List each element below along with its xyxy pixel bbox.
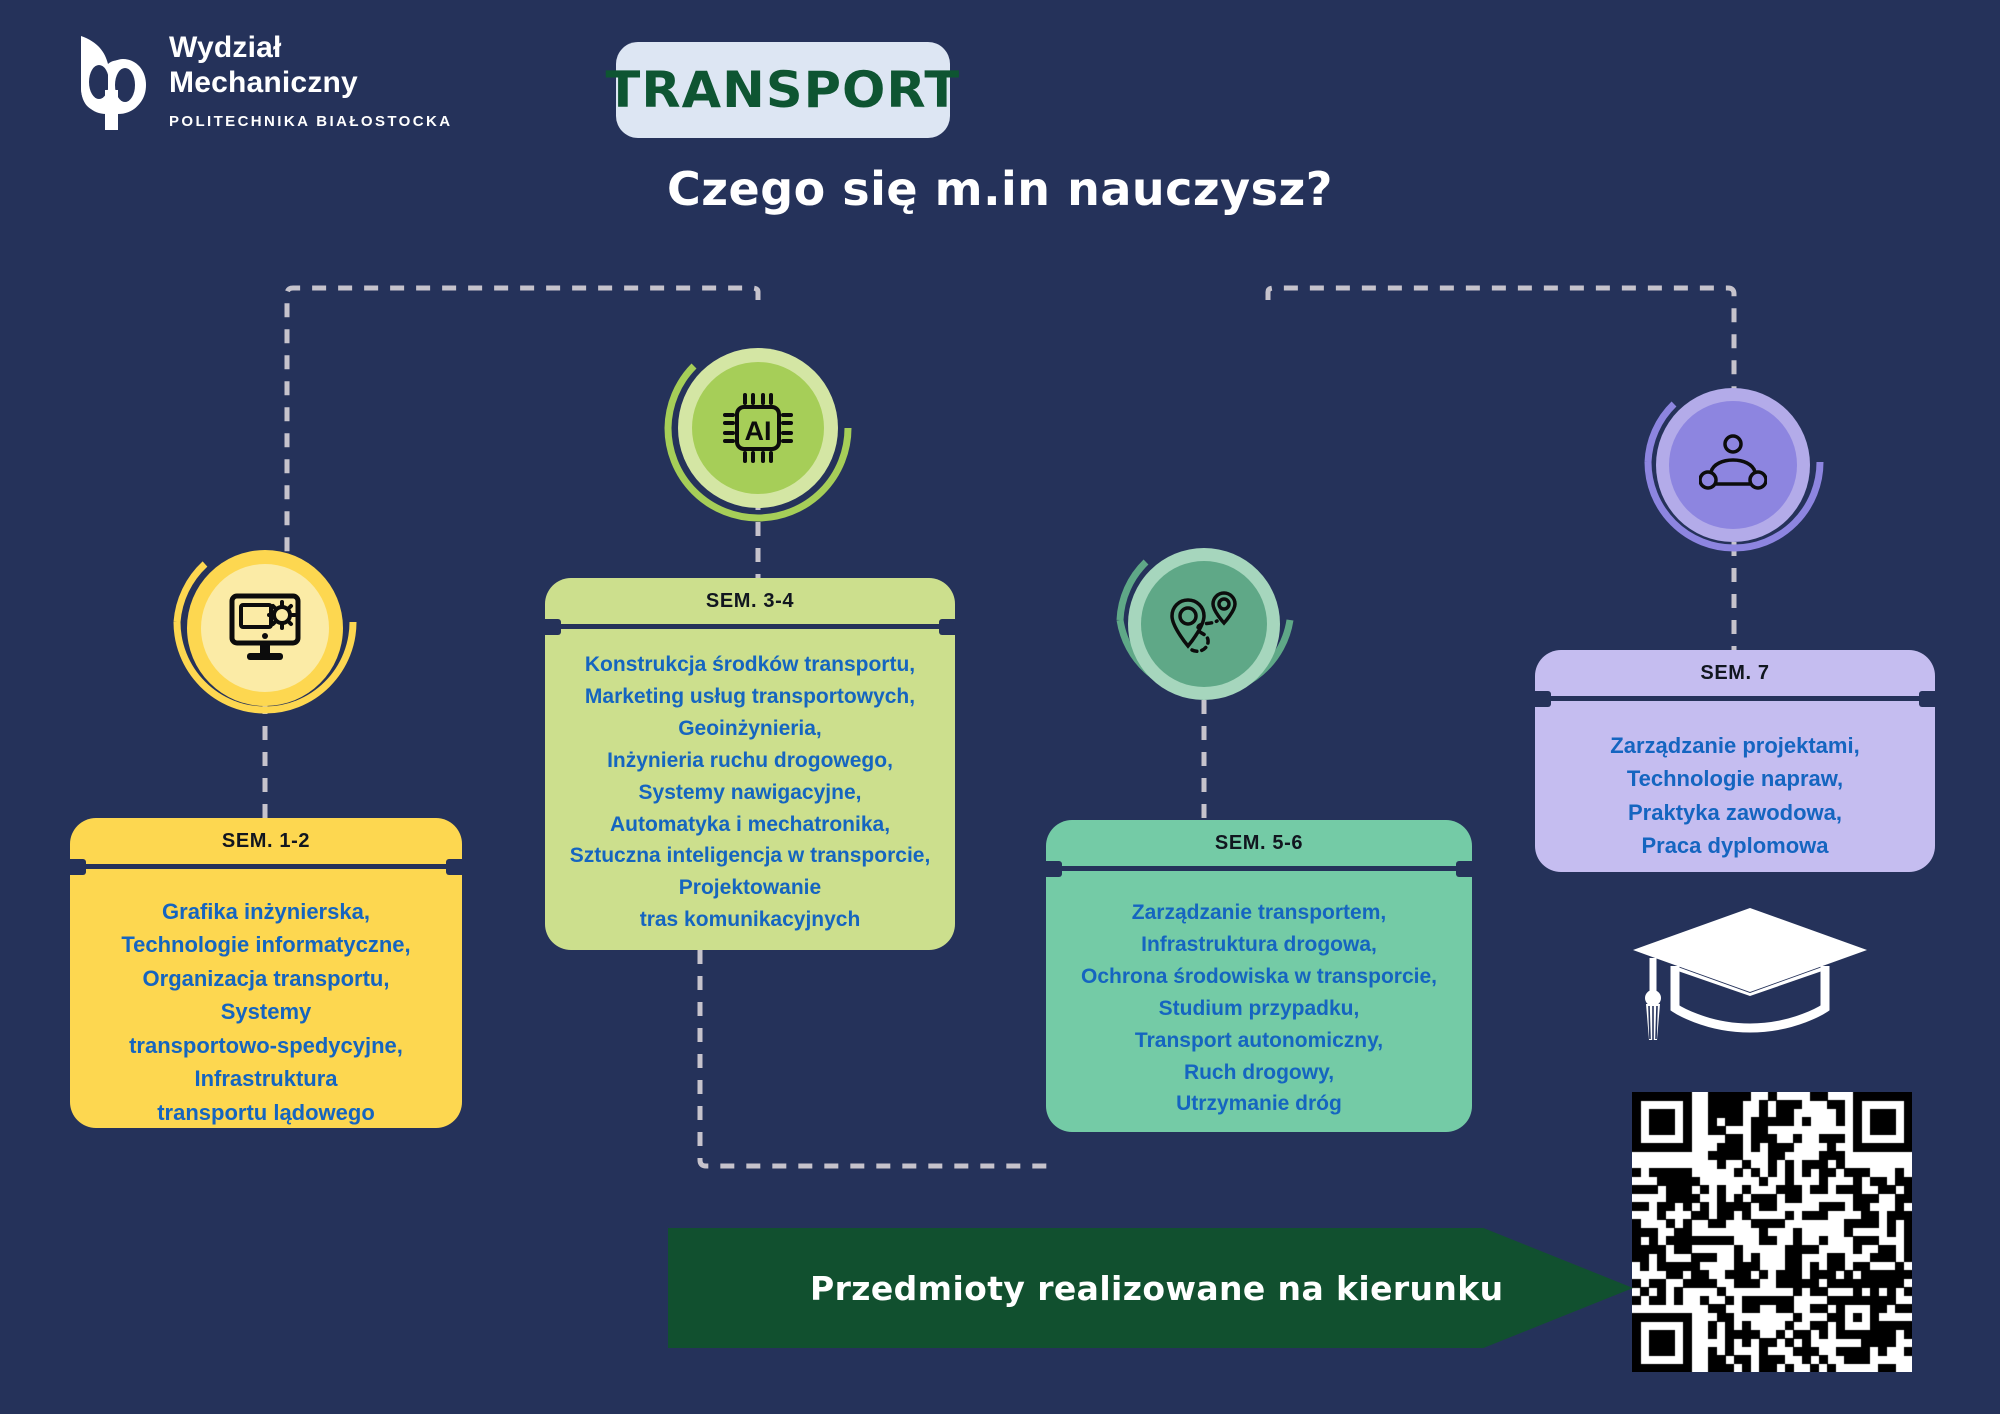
card-sem34: SEM. 3-4 Konstrukcja środków transportu,… bbox=[539, 578, 961, 950]
node-sem56 bbox=[1110, 548, 1300, 718]
monitor-gear-icon bbox=[229, 593, 301, 660]
card-sem12-header: SEM. 1-2 bbox=[221, 829, 311, 852]
brand-line-1: Wydział bbox=[169, 31, 282, 64]
card-line: Inżynieria ruchu drogowego, bbox=[607, 748, 893, 772]
node-ring-sem56 bbox=[1128, 548, 1280, 700]
card-line: Transport autonomiczny, bbox=[1134, 1028, 1384, 1052]
node-arc-sem7 bbox=[1644, 401, 1824, 552]
node-core-sem34: AI bbox=[692, 362, 824, 494]
card-line: Praktyka zawodowa, bbox=[1628, 799, 1842, 825]
node-ring-sem34: AI bbox=[678, 348, 838, 508]
card-sem56-header: SEM. 5-6 bbox=[1214, 831, 1304, 854]
card-tab-left bbox=[64, 859, 86, 875]
network-nodes-icon bbox=[1699, 434, 1767, 490]
card-line: Infrastruktura bbox=[194, 1066, 338, 1092]
card-sem34-body: Konstrukcja środków transportu, Marketin… bbox=[545, 629, 955, 936]
card-line: Utrzymanie dróg bbox=[1176, 1092, 1342, 1116]
card-line: Systemy nawigacyjne, bbox=[638, 780, 862, 804]
brand-line-2: Mechaniczny bbox=[169, 66, 358, 100]
card-line: Studium przypadku, bbox=[1158, 996, 1360, 1020]
page-subtitle: Czego się m.in nauczysz? bbox=[667, 162, 1333, 216]
card-line: Technologie napraw, bbox=[1626, 766, 1844, 792]
card-line: Automatyka i mechatronika, bbox=[609, 812, 891, 836]
card-sem56: SEM. 5-6 Zarządzanie transportem, Infras… bbox=[1040, 820, 1478, 1132]
brand-text: Wydział Mechaniczny POLITECHNIKA BIAŁOST… bbox=[169, 30, 452, 130]
bottom-banner-label: Przedmioty realizowane na kierunku bbox=[810, 1268, 1504, 1308]
page-title: TRANSPORT bbox=[605, 61, 961, 119]
card-line: Projektowanie bbox=[678, 876, 822, 900]
card-sem34-divider bbox=[539, 619, 961, 635]
node-sem7 bbox=[1638, 388, 1830, 558]
brand-logo: Wydział Mechaniczny POLITECHNIKA BIAŁOST… bbox=[75, 30, 452, 130]
card-sem56-body: Zarządzanie transportem, Infrastruktura … bbox=[1046, 871, 1472, 1120]
card-tab-right bbox=[1456, 861, 1478, 877]
card-line: Zarządzanie transportem, bbox=[1131, 901, 1387, 924]
svg-text:AI: AI bbox=[745, 416, 772, 446]
node-core-sem56 bbox=[1141, 561, 1267, 687]
card-tab-right bbox=[939, 619, 961, 635]
card-line: Sztuczna inteligencja w transporcie, bbox=[569, 844, 931, 868]
qr-code[interactable] bbox=[1632, 1092, 1912, 1372]
node-core-sem12 bbox=[201, 564, 329, 692]
card-line: transportowo-spedycyjne, bbox=[129, 1032, 403, 1058]
graduation-cap-icon bbox=[1625, 900, 1875, 1050]
page-title-pill: TRANSPORT bbox=[606, 42, 959, 138]
node-ring-sem7 bbox=[1656, 388, 1810, 542]
brand-line-3: POLITECHNIKA BIAŁOSTOCKA bbox=[169, 112, 453, 130]
card-line: Marketing usług transportowych, bbox=[584, 684, 916, 708]
bp-monogram-logo bbox=[75, 30, 147, 130]
card-sem34-header: SEM. 3-4 bbox=[705, 589, 795, 612]
card-sem12-divider bbox=[64, 859, 468, 875]
card-line: Praca dyplomowa bbox=[1641, 833, 1829, 859]
card-line: Ruch drogowy, bbox=[1183, 1060, 1335, 1084]
card-sem12: SEM. 1-2 Grafika inżynierska, Technologi… bbox=[64, 818, 468, 1129]
ai-chip-icon: AI bbox=[723, 393, 793, 463]
node-arc-sem34 bbox=[664, 363, 852, 522]
card-tab-left bbox=[1529, 691, 1551, 707]
card-line: tras komunikacyjnych bbox=[639, 908, 861, 932]
card-line: Technologie informatyczne, bbox=[121, 932, 411, 958]
card-line: Grafika inżynierska, bbox=[162, 899, 370, 924]
card-line: Infrastruktura drogowa, bbox=[1141, 932, 1377, 956]
card-sem7-header: SEM. 7 bbox=[1700, 661, 1770, 684]
card-tab-right bbox=[446, 859, 468, 875]
node-sem12 bbox=[165, 550, 365, 720]
card-sem7: SEM. 7 Zarządzanie projektami, Technolog… bbox=[1529, 650, 1941, 872]
node-ring-sem12 bbox=[187, 550, 343, 706]
card-sem7-divider bbox=[1529, 691, 1941, 707]
card-tab-left bbox=[1040, 861, 1062, 877]
node-core-sem7 bbox=[1669, 401, 1797, 529]
card-line: transportu lądowego bbox=[157, 1099, 375, 1125]
card-sem56-divider bbox=[1040, 861, 1478, 877]
card-sem12-body: Grafika inżynierska, Technologie informa… bbox=[70, 869, 462, 1129]
card-line: Geoinżynieria, bbox=[678, 716, 822, 740]
card-line: Ochrona środowiska w transporcie, bbox=[1081, 964, 1437, 988]
card-line: Zarządzanie projektami, bbox=[1610, 733, 1860, 758]
route-pins-icon bbox=[1170, 591, 1237, 653]
card-line: Organizacja transportu, bbox=[142, 965, 390, 991]
node-sem34: AI bbox=[658, 348, 858, 523]
bottom-banner: Przedmioty realizowane na kierunku bbox=[668, 1228, 1633, 1348]
node-arc-sem12 bbox=[173, 561, 357, 714]
card-sem7-body: Zarządzanie projektami, Technologie napr… bbox=[1535, 701, 1935, 863]
card-tab-left bbox=[539, 619, 561, 635]
card-tab-right bbox=[1919, 691, 1941, 707]
card-line: Konstrukcja środków transportu, bbox=[584, 653, 916, 676]
card-line: Systemy bbox=[220, 999, 312, 1025]
